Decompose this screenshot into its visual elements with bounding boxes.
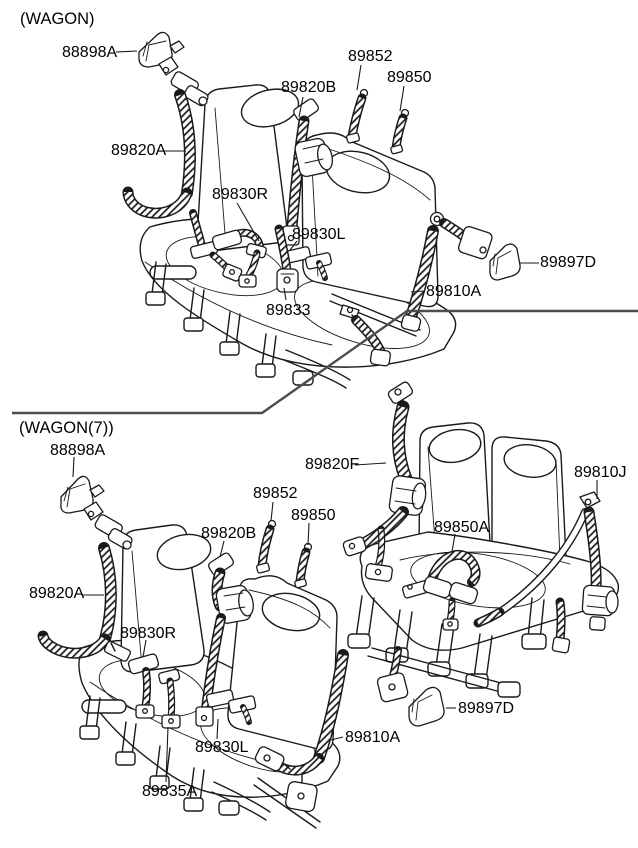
wagon7-label-89810A: 89810A	[345, 729, 401, 746]
wagon7-label-89897D: 89897D	[458, 700, 515, 717]
section-divider-line	[12, 309, 638, 415]
wagon-label-88898A: 88898A	[62, 44, 118, 61]
wagon-label-89852: 89852	[348, 48, 393, 65]
wagon7-part-89820F	[342, 381, 433, 599]
wagon-label-89810A: 89810A	[426, 283, 482, 300]
wagon7-label-89820A: 89820A	[29, 585, 85, 602]
wagon7-label-89850A: 89850A	[434, 519, 490, 536]
wagon7-part-89830L	[205, 689, 257, 725]
wagon7-label-89830L: 89830L	[195, 739, 249, 756]
wagon7-label-89835A: 89835A	[142, 783, 198, 800]
wagon7-leader-lines	[72, 456, 598, 783]
wagon-leader-lines	[115, 50, 539, 301]
wagon-label-89830R: 89830R	[212, 186, 269, 203]
wagon7-label-88898A: 88898A	[50, 442, 106, 459]
wagon7-part-88898A	[60, 475, 105, 514]
wagon-label-89830L: 89830L	[292, 226, 346, 243]
wagon7-part-89810J	[473, 491, 619, 654]
wagon7-label-89810J: 89810J	[574, 464, 627, 481]
wagon7-part-floor-retractor	[376, 646, 409, 703]
wagon-label-89850: 89850	[387, 69, 432, 86]
wagon-part-89833	[274, 224, 299, 293]
wagon7-part-89830R	[127, 653, 181, 729]
wagon-part-89820A	[122, 56, 243, 282]
wagon7-part-89852	[255, 519, 277, 574]
wagon-section-title: (WAGON)	[20, 10, 95, 28]
wagon7-part-89850	[294, 542, 313, 589]
wagon7-label-89852: 89852	[253, 485, 298, 502]
wagon7-label-89830R: 89830R	[120, 625, 177, 642]
wagon-part-89830R	[211, 228, 267, 288]
wagon-label-89820B: 89820B	[281, 79, 337, 96]
wagon7-section-title: (WAGON(7))	[19, 419, 114, 437]
wagon7-part-89897D	[408, 686, 445, 727]
wagon-part-89897D	[489, 243, 521, 281]
wagon-part-89830L	[283, 246, 333, 281]
wagon-part-89850	[390, 108, 410, 155]
wagon7-section-art	[37, 381, 620, 829]
wagon-label-89897D: 89897D	[540, 254, 597, 271]
wagon-label-89833: 89833	[266, 302, 311, 319]
wagon7-label-89820B: 89820B	[201, 525, 257, 542]
wagon-part-89820B	[282, 98, 334, 246]
wagon7-part-89820B	[195, 552, 254, 727]
wagon7-label-89850: 89850	[291, 507, 336, 524]
wagon-label-89820A: 89820A	[111, 142, 167, 159]
wagon-part-89852	[345, 88, 369, 144]
wagon7-part-89820A	[37, 501, 133, 662]
wagon-section-art	[115, 31, 539, 389]
wagon7-part-89810A	[254, 649, 349, 813]
wagon7-part-89850A	[422, 549, 481, 631]
wagon7-label-89820F: 89820F	[305, 456, 360, 473]
